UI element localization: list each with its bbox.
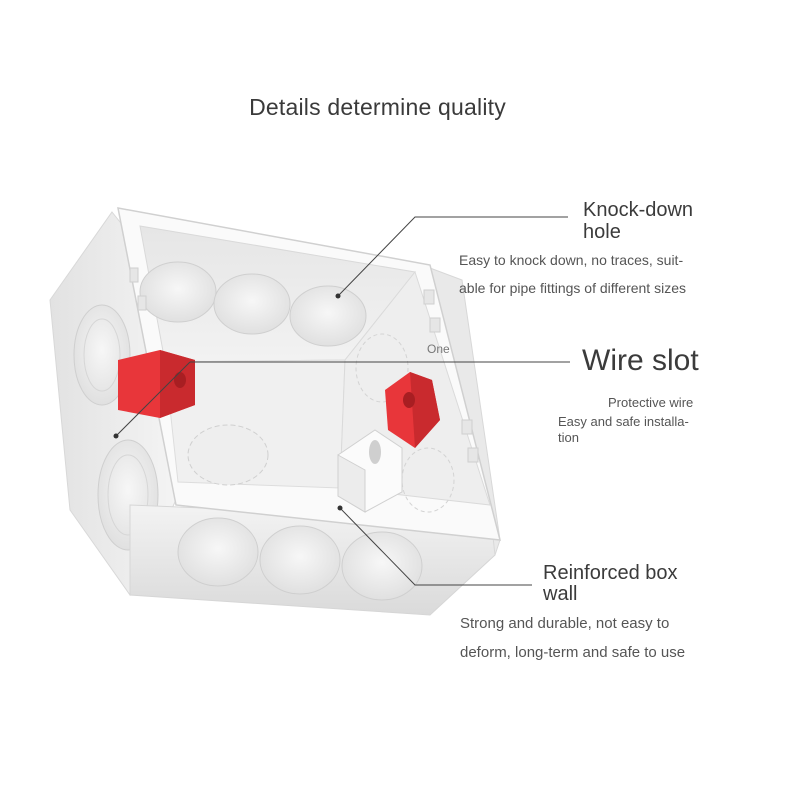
floor-knockout bbox=[187, 424, 269, 486]
leader-lines bbox=[115, 216, 570, 586]
front-knockouts bbox=[177, 517, 423, 601]
wire-slot-title: Wire slot bbox=[582, 344, 699, 377]
rim-tabs bbox=[129, 267, 479, 463]
leader-dots bbox=[113, 293, 343, 511]
wire-slot-desc-line3: tion bbox=[558, 430, 579, 445]
reinforced-wall-desc-line1: Strong and durable, not easy to bbox=[460, 615, 670, 632]
knockdown-holes-back bbox=[139, 261, 367, 347]
knock-down-desc-line2: able for pipe fittings of different size… bbox=[459, 280, 686, 296]
page-title: Details determine quality bbox=[249, 94, 506, 120]
wire-slot-desc-line2: Easy and safe installa- bbox=[558, 414, 689, 429]
reinforced-wall-desc-line2: deform, long-term and safe to use bbox=[460, 644, 686, 661]
screw-post bbox=[337, 429, 403, 513]
wire-slot-marker: One bbox=[427, 342, 450, 356]
leader-knockdown bbox=[337, 216, 568, 297]
red-wire-slot-left bbox=[118, 350, 195, 418]
red-wire-slot-right bbox=[385, 372, 440, 448]
leader-reinforced bbox=[339, 507, 532, 586]
knock-down-title: Knock-down hole bbox=[583, 199, 694, 243]
leader-wire-slot bbox=[115, 361, 191, 437]
wire-slot-desc-line1: Protective wire bbox=[608, 395, 694, 410]
reinforced-wall-title: Reinforced box wall bbox=[543, 562, 678, 605]
inner-right-knockout bbox=[355, 333, 409, 403]
knock-down-desc-line1: Easy to knock down, no traces, suit- bbox=[459, 252, 684, 268]
